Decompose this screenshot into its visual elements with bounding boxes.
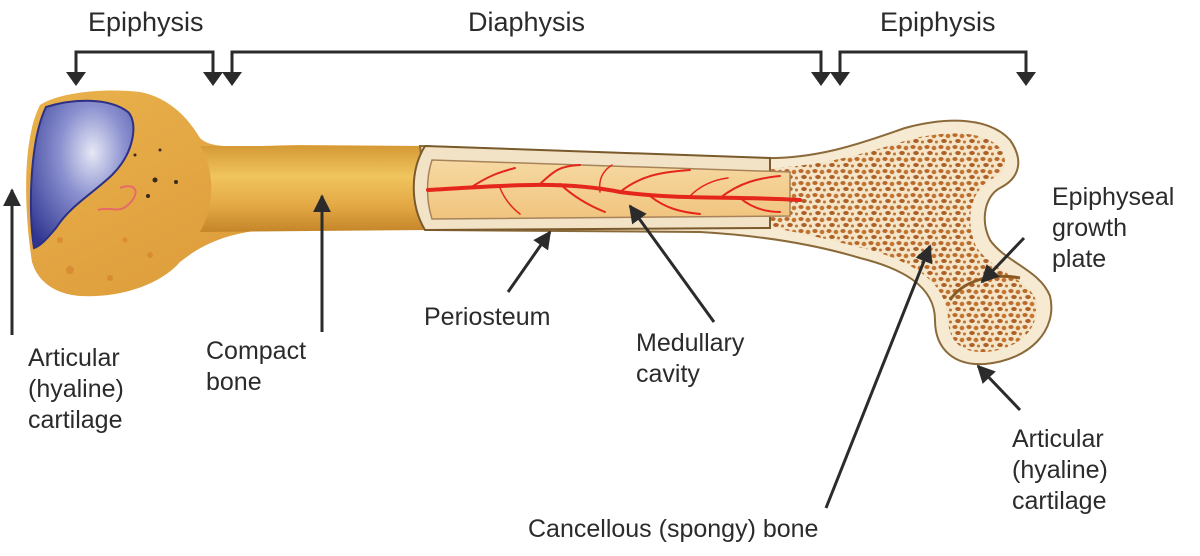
label-epiphysis-left: Epiphysis [88,7,204,37]
arrow-growth-plate [980,236,1026,284]
label-articular-cartilage-left: Articular (hyaline) cartilage [28,344,124,434]
nutrient-vessel [97,185,137,211]
bracket-arrow-icon [203,72,223,86]
blood-vessels [426,164,802,215]
bone-texture [57,237,153,281]
arrow-periosteum [506,230,552,293]
shaft [200,146,430,232]
bracket-arrow-icon [222,72,242,86]
arrow-medullary [628,204,716,323]
label-epiphyseal-growth-plate: Epiphyseal growth plate [1052,183,1175,273]
label-cancellous-bone: Cancellous (spongy) bone [528,515,819,543]
bone [26,90,1053,366]
bracket-arrow-icon [811,72,831,86]
cancellous-bone-region [760,133,1037,353]
bracket-arrow-icon [66,72,86,86]
label-epiphysis-right: Epiphysis [880,7,996,37]
region-brackets [66,50,1036,86]
bracket-arrow-icon [830,72,850,86]
articular-cartilage-left [29,99,135,250]
bracket-arrow-icon [1016,72,1036,86]
bracket-epiphysis-right [830,50,1036,86]
foramina [133,148,178,198]
epiphyseal-growth-plate [948,274,1021,301]
pointer-arrows [2,188,1026,509]
label-articular-cartilage-right: Articular (hyaline) cartilage [1012,425,1108,515]
bracket-diaphysis [222,50,831,86]
label-compact-bone: Compact bone [206,337,307,396]
arrow-cancellous [824,244,933,509]
label-medullary-cavity: Medullary cavity [636,329,745,388]
label-periosteum: Periosteum [424,303,551,331]
bracket-epiphysis-left [66,50,223,86]
label-diaphysis: Diaphysis [468,7,586,37]
arrow-articular-right [976,364,1022,412]
